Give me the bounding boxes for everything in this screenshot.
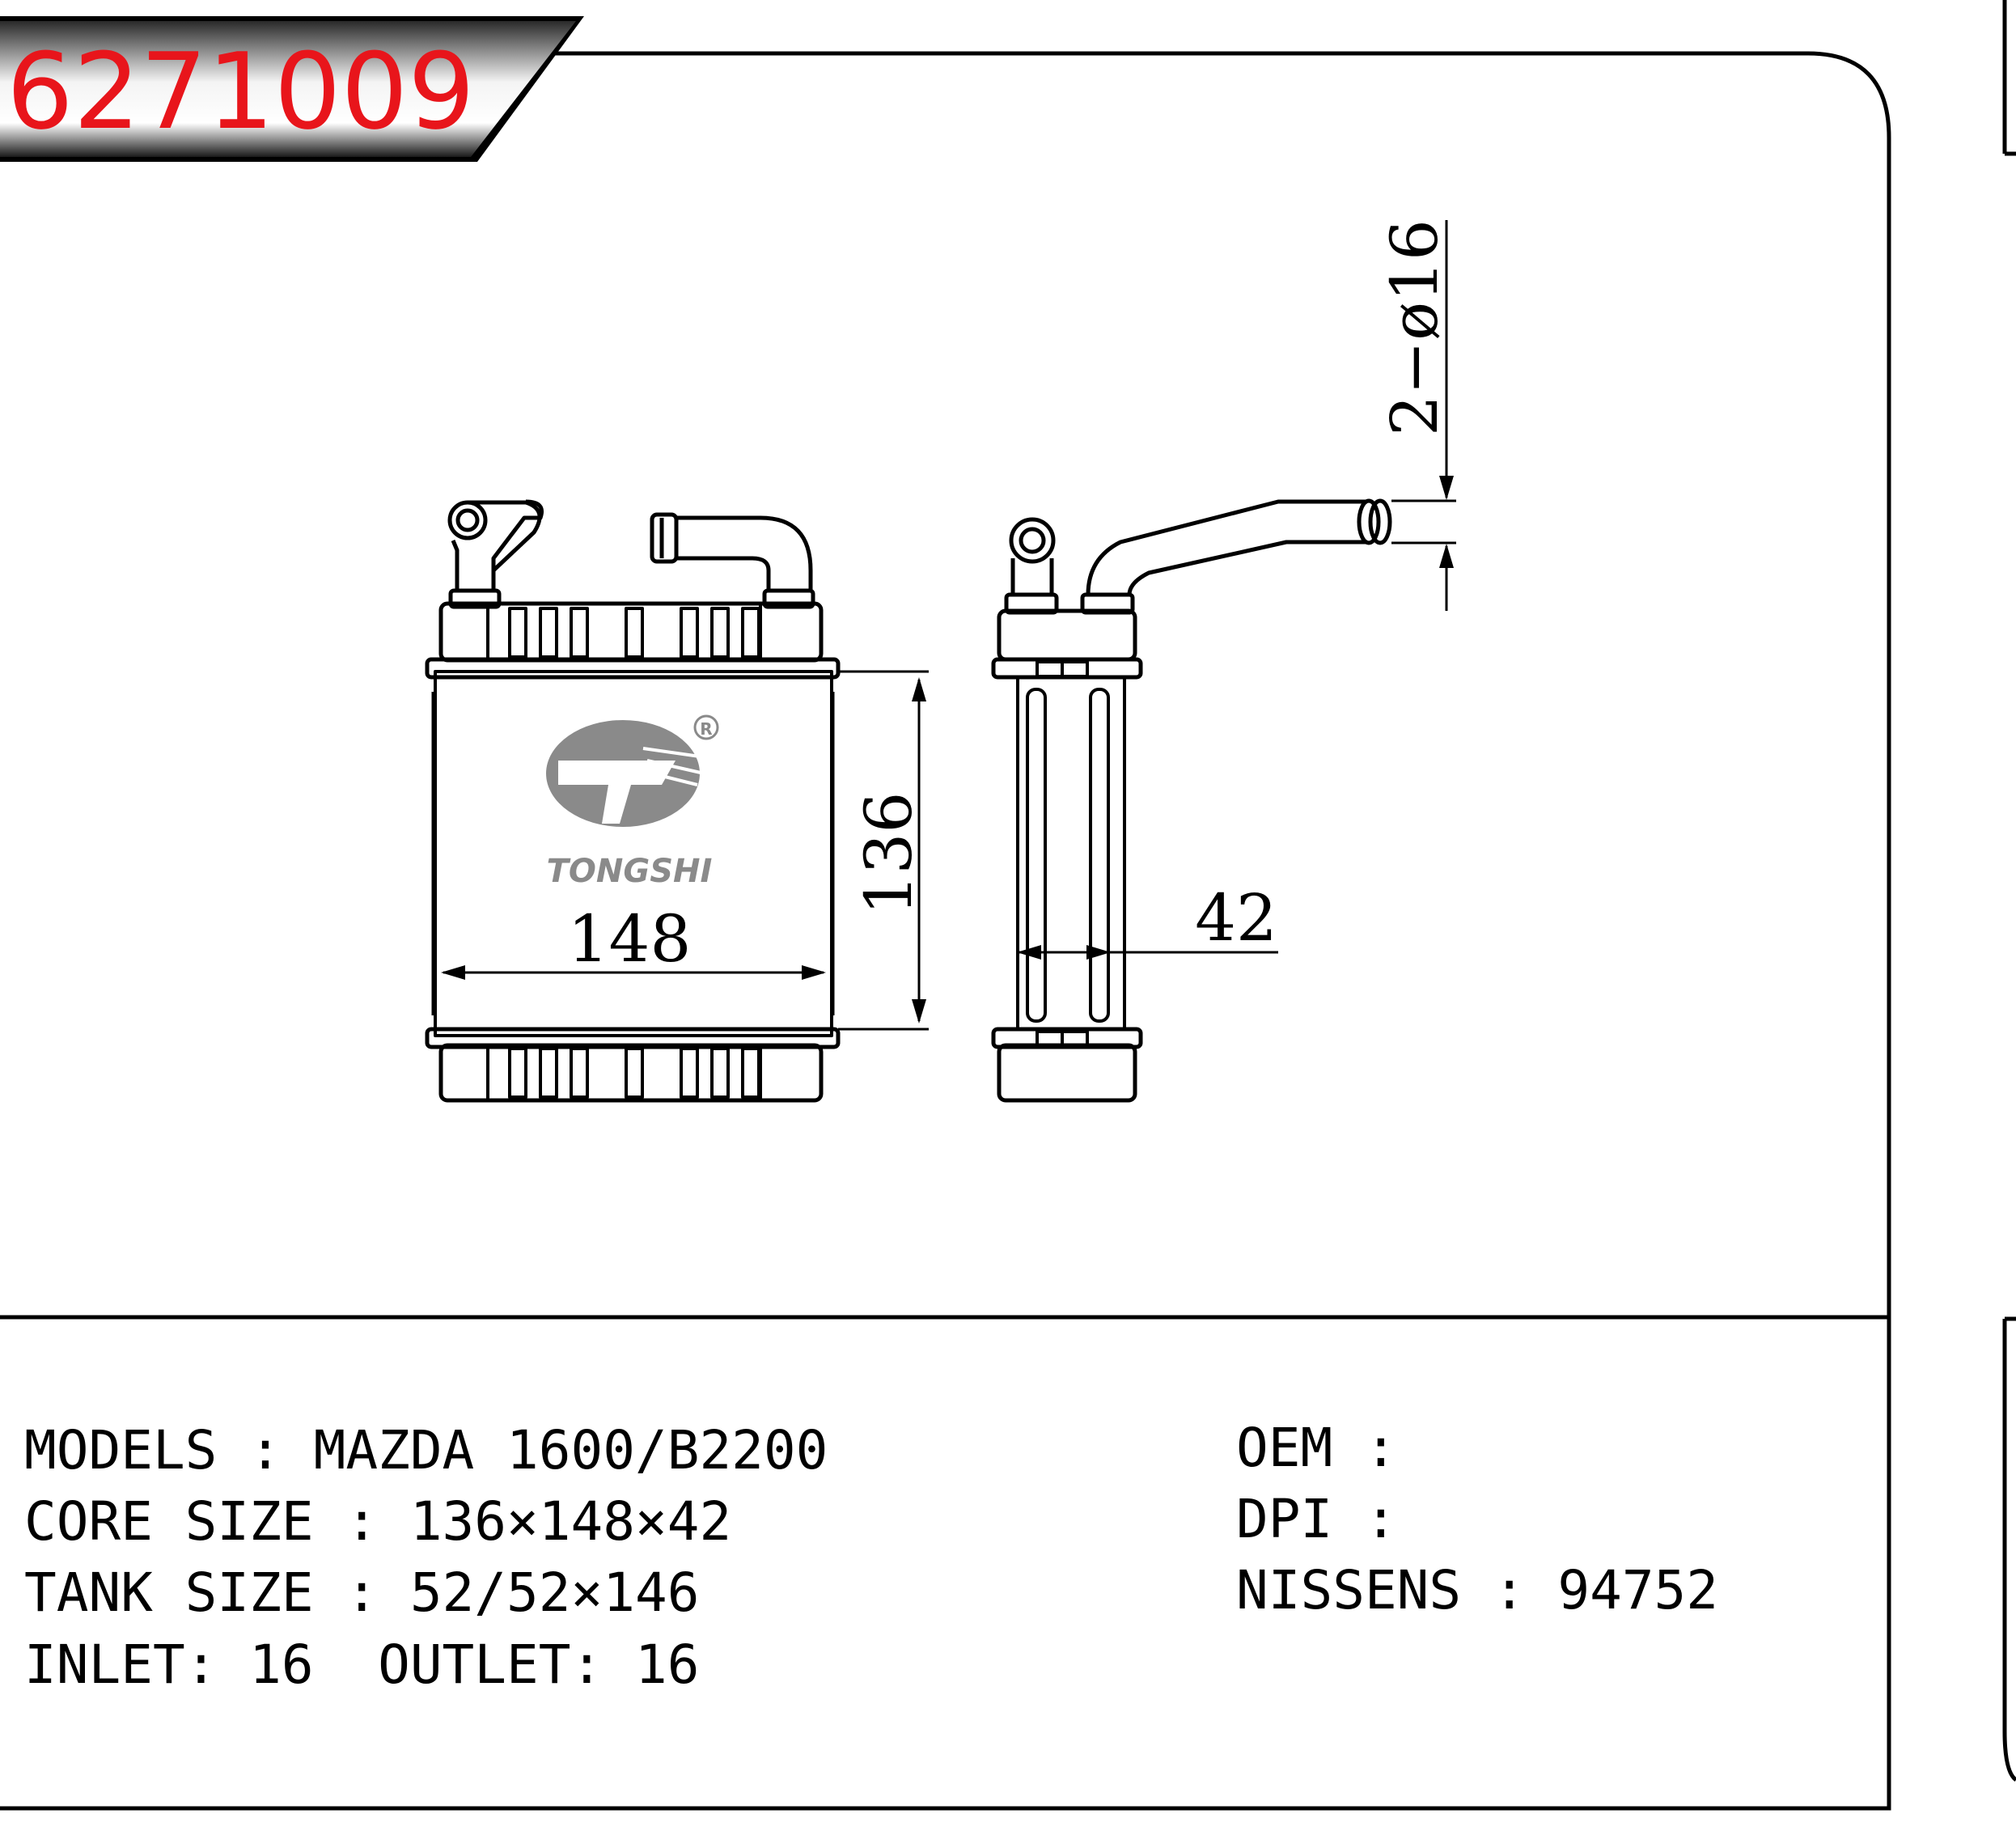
height-dimension — [838, 670, 929, 1031]
part-number: 6271009 — [6, 30, 475, 153]
spec-nissens: NISSENS : 94752 — [1236, 1559, 1718, 1621]
heater-core-side-view — [991, 498, 1392, 1103]
spec-dpi: DPI : — [1236, 1488, 1397, 1550]
spec-tank-size: TANK SIZE : 52/52×146 — [24, 1562, 699, 1624]
spec-oem: OEM : — [1236, 1417, 1397, 1479]
part-number-tab: 6271009 — [0, 16, 584, 162]
registered-mark: R — [700, 719, 712, 739]
heater-core-front-view — [425, 499, 841, 1103]
depth-dimension-label: 42 — [1195, 880, 1277, 956]
spec-models: MODELS : MAZDA 1600/B2200 — [24, 1419, 828, 1481]
pipe-diameter-dimension — [1391, 220, 1456, 611]
spec-inlet-outlet: INLET: 16 OUTLET: 16 — [24, 1634, 699, 1696]
brand-name: TONGSHI — [547, 853, 713, 890]
height-dimension-label: 136 — [851, 792, 926, 916]
width-dimension-label: 148 — [568, 901, 692, 977]
logo-t-mark — [558, 761, 676, 824]
tongshi-logo: R TONGSHI — [546, 714, 719, 890]
registered-icon — [693, 714, 719, 740]
spec-core-size: CORE SIZE : 136×148×42 — [24, 1490, 731, 1553]
pipe-diameter-label: 2−ø16 — [1377, 219, 1452, 436]
spec-block: MODELS : MAZDA 1600/B2200 CORE SIZE : 13… — [24, 1417, 1718, 1696]
